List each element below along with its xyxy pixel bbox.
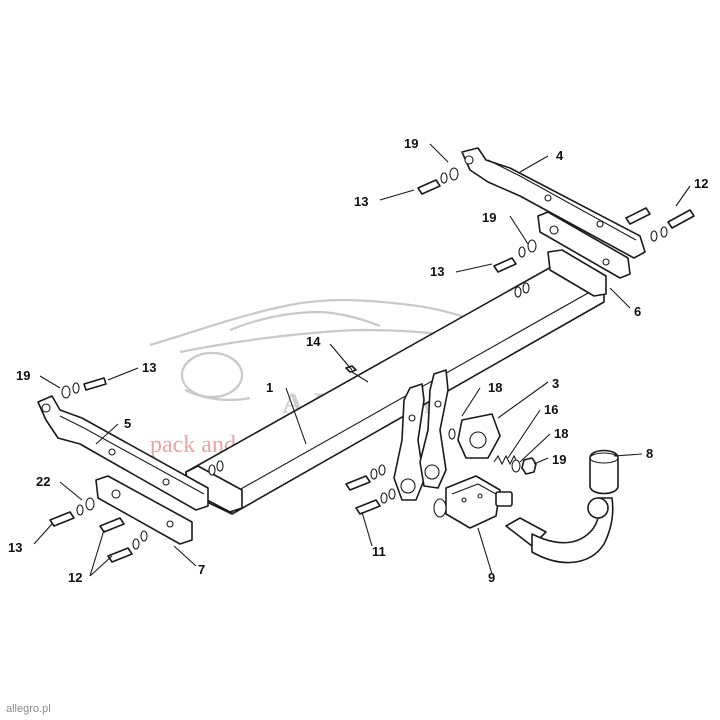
fastener-stacks (49, 167, 695, 563)
callout-6: 6 (634, 304, 641, 319)
callout-7: 7 (198, 562, 205, 577)
callout-9: 9 (488, 570, 495, 585)
callouts: 19 13 4 12 19 13 6 14 13 19 1 5 22 13 12… (8, 136, 708, 585)
leader-lines (33, 143, 691, 577)
callout-1: 1 (266, 380, 273, 395)
callout-12-right: 12 (694, 176, 708, 191)
callout-13-top: 13 (354, 194, 368, 209)
spring-and-nut (493, 454, 537, 475)
callout-18-lower: 18 (554, 426, 568, 441)
socket-plate (457, 413, 501, 459)
callout-19-top: 19 (404, 136, 418, 151)
right-side-plate (537, 211, 631, 279)
watermark-car-roof (149, 298, 501, 347)
callout-19-bottom: 22 (36, 474, 50, 489)
ball-mount-plates (393, 369, 449, 501)
callout-14: 14 (306, 334, 321, 349)
upper-right-bracket (461, 147, 646, 259)
callout-8: 8 (646, 446, 653, 461)
towball (505, 449, 619, 564)
callout-12-left: 12 (68, 570, 82, 585)
callout-18-upper: 18 (488, 380, 502, 395)
callout-4: 4 (556, 148, 564, 163)
callout-11: 11 (372, 544, 386, 559)
callout-13-mid: 13 (430, 264, 444, 279)
source-label: allegro.pl (6, 703, 51, 715)
callout-13-left: 13 (142, 360, 156, 375)
watermark-car-window (229, 310, 381, 332)
callout-3: 3 (552, 376, 559, 391)
left-side-plate (95, 475, 193, 545)
callout-19-mid: 19 (482, 210, 496, 225)
callout-5: 5 (124, 416, 131, 431)
callout-22: 16 (544, 402, 558, 417)
watermark-swoosh (184, 389, 251, 402)
left-bracket (37, 395, 209, 511)
callout-13-bottom: 13 (8, 540, 22, 555)
electrical-socket (433, 475, 513, 529)
callout-16: 19 (552, 452, 566, 467)
callout-19-left: 19 (16, 368, 30, 383)
watermark-car-wheel (180, 351, 244, 399)
